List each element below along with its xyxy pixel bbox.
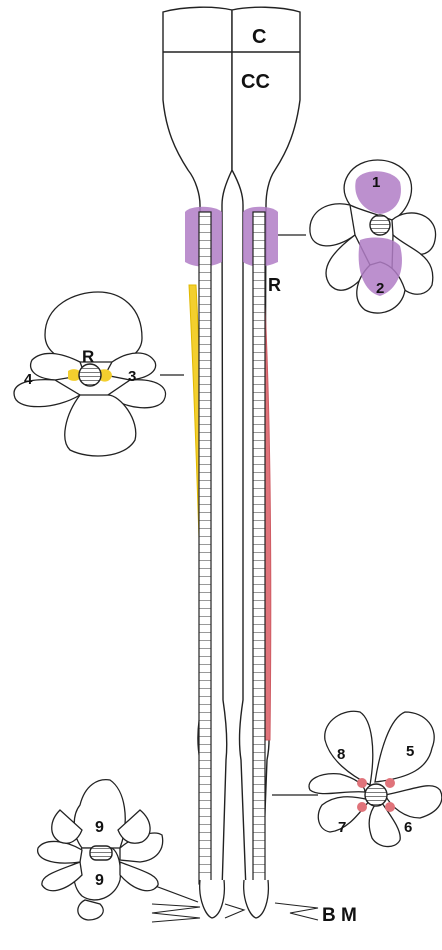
right-bulb [244,880,269,918]
rhabdom-label: R [268,275,281,295]
red-mark-d [385,802,395,812]
cell-label-3: 3 [128,368,136,385]
red-mark-c [357,802,367,812]
cell-label-6: 6 [404,819,412,836]
red-mark-a [357,778,367,788]
cone-label: C [252,26,266,48]
cell-label-2: 2 [376,280,384,297]
left-rhabdom-ladder [199,212,211,884]
red-mark-b [385,778,395,788]
basement-membrane [152,903,318,922]
rhabdom-core-top-right [370,215,390,235]
rhabdom-label-left: R [82,347,94,366]
cell-label-1: 1 [372,174,380,191]
right-rhabdom-ladder [253,212,265,884]
basement-membrane-label: B M [322,905,357,926]
cell-label-4: 4 [24,371,33,388]
left-bulb [200,880,225,918]
cell-label-7: 7 [338,819,346,836]
cross-section-bottom-right [309,711,442,846]
rhabdom-core-left [79,364,101,386]
cell-label-8: 8 [337,746,345,763]
cell-label-5: 5 [406,743,414,760]
rhabdom-core-bottom-left [90,846,112,860]
cell-label-9-bottom: 9 [95,872,104,889]
cell-label-9-top: 9 [95,819,104,836]
rhabdom-core-bottom-right [365,784,387,806]
crystalline-cone-label: CC [241,71,270,93]
